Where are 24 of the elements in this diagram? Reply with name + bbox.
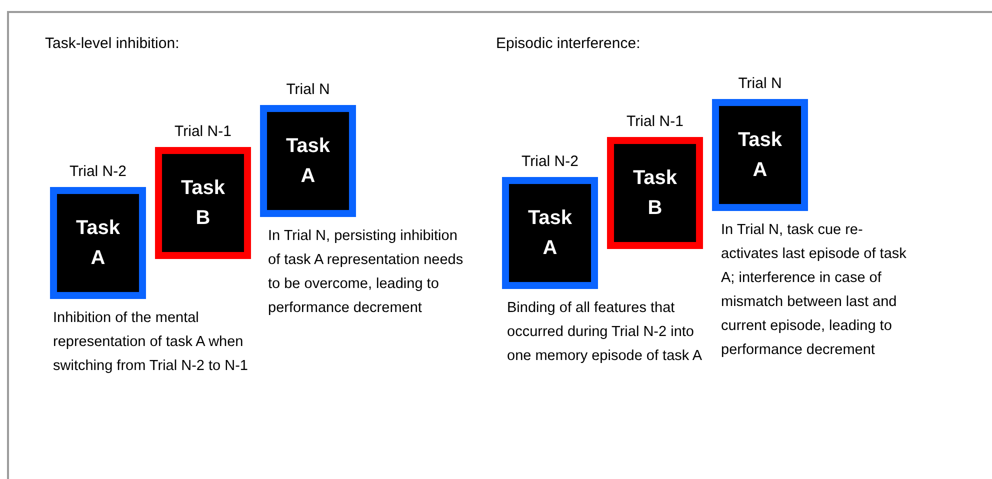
task-box [502, 177, 598, 289]
task-box [260, 105, 356, 217]
task-box [155, 147, 251, 259]
description-text: Binding of all features that occurred during Trial N-2 into one memory episode of task A [507, 299, 704, 366]
trial-label: Trial N-1 [626, 113, 684, 131]
task-box [712, 99, 808, 211]
trial-label: Trial N [285, 81, 331, 99]
trial-label: Trial N-2 [520, 153, 580, 171]
description-text: Inhibition of the mental representation of task A when switching from Trial N-2 to N-1 [53, 309, 249, 376]
trial-label: Trial N-2 [68, 163, 128, 181]
task-label: Task B [632, 166, 678, 221]
task-label: Task A [284, 134, 332, 189]
task-label: Task B [180, 176, 226, 231]
section-title: Episodic interference: [496, 34, 640, 54]
task-box [50, 187, 146, 299]
task-label: Task A [526, 206, 574, 261]
section-title: Task-level inhibition: [45, 34, 180, 54]
task-box [607, 137, 703, 249]
description-text: In Trial N, task cue re-activates last episode of task A; interference in case of mismatch between last and current episode, leading to performance decrement [721, 221, 908, 360]
trial-label: Trial N [737, 75, 783, 93]
trial-label: Trial N-1 [174, 123, 232, 141]
description-text: In Trial N, persisting inhibition of task A representation needs to be overcome, leading to performance decrement [268, 227, 464, 318]
task-label: Task A [74, 216, 122, 271]
task-label: Task A [736, 128, 784, 183]
